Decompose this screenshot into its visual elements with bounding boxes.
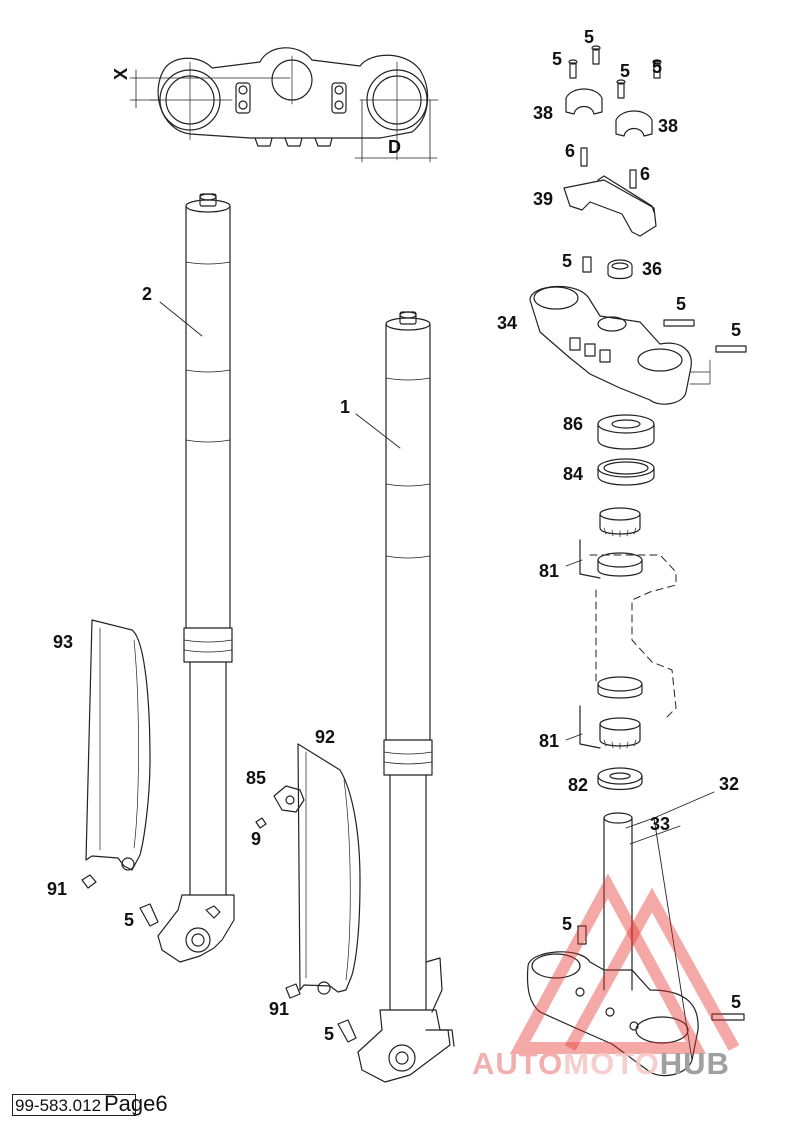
bearing-81-top xyxy=(579,507,643,579)
part-label-5: 5 xyxy=(652,57,663,77)
part-label-5: 5 xyxy=(324,1024,335,1044)
part-label-82: 82 xyxy=(568,775,589,795)
small-bolts xyxy=(81,817,357,1043)
fork-guard-93 xyxy=(85,619,151,871)
part-label-33: 33 xyxy=(650,814,671,834)
bolt-and-nut-36 xyxy=(582,256,633,280)
part-label-5: 5 xyxy=(552,49,563,69)
part-label-93: 93 xyxy=(53,632,74,652)
drawing-code: 99-583.012 xyxy=(12,1094,136,1116)
screws-6 xyxy=(580,147,637,189)
part-label-9: 9 xyxy=(251,829,262,849)
bottom-triple-clamp-32 xyxy=(526,812,745,1077)
ring-84 xyxy=(597,458,655,486)
part-label-34: 34 xyxy=(497,313,518,333)
watermark-part-moto: MOTO xyxy=(563,1046,660,1081)
fork-guard-92 xyxy=(297,743,361,995)
part-label-5: 5 xyxy=(676,294,687,314)
triple-clamp-dimension-drawing xyxy=(129,47,439,163)
watermark-part-hub: HUB xyxy=(659,1046,730,1081)
ring-82 xyxy=(597,767,643,791)
part-label-5: 5 xyxy=(562,914,573,934)
watermark-text: AUTOMOTOHUB xyxy=(472,1046,730,1082)
page-number: Page6 xyxy=(104,1091,168,1116)
part-label-5: 5 xyxy=(620,61,631,81)
top-bolts xyxy=(568,45,662,99)
fork-leg-2 xyxy=(157,193,235,963)
part-label-39: 39 xyxy=(533,189,554,209)
part-label-85: 85 xyxy=(246,768,267,788)
part-label-38: 38 xyxy=(658,116,679,136)
part-label-2: 2 xyxy=(142,284,153,304)
handlebar-clamp-38 xyxy=(565,88,653,137)
part-label-86: 86 xyxy=(563,414,584,434)
leader-lines xyxy=(159,301,715,1061)
part-label-5: 5 xyxy=(124,910,135,930)
part-label-84: 84 xyxy=(563,464,584,484)
seal-86 xyxy=(597,414,655,450)
part-label-91: 91 xyxy=(269,999,290,1019)
clamp-85 xyxy=(273,785,305,813)
part-label-92: 92 xyxy=(315,727,336,747)
part-label-91: 91 xyxy=(47,879,68,899)
part-label-5: 5 xyxy=(584,27,595,47)
part-label-5: 5 xyxy=(731,992,742,1012)
part-label-1: 1 xyxy=(340,397,351,417)
dimension-label-d: D xyxy=(388,137,401,157)
part-label-5: 5 xyxy=(562,251,573,271)
steering-stem-outline xyxy=(589,554,677,719)
fork-leg-1 xyxy=(357,311,455,1083)
part-label-36: 36 xyxy=(642,259,663,279)
part-label-38: 38 xyxy=(533,103,554,123)
watermark-part-auto: AUTO xyxy=(472,1046,564,1081)
bearing-81-bottom xyxy=(579,676,643,750)
part-label-81: 81 xyxy=(539,561,560,581)
part-label-5: 5 xyxy=(731,320,742,340)
part-label-81: 81 xyxy=(539,731,560,751)
part-label-6: 6 xyxy=(565,141,576,161)
part-label-32: 32 xyxy=(719,774,740,794)
handlebar-clamp-base-39 xyxy=(563,175,657,237)
top-triple-clamp-34 xyxy=(529,285,747,405)
part-label-6: 6 xyxy=(640,164,651,184)
